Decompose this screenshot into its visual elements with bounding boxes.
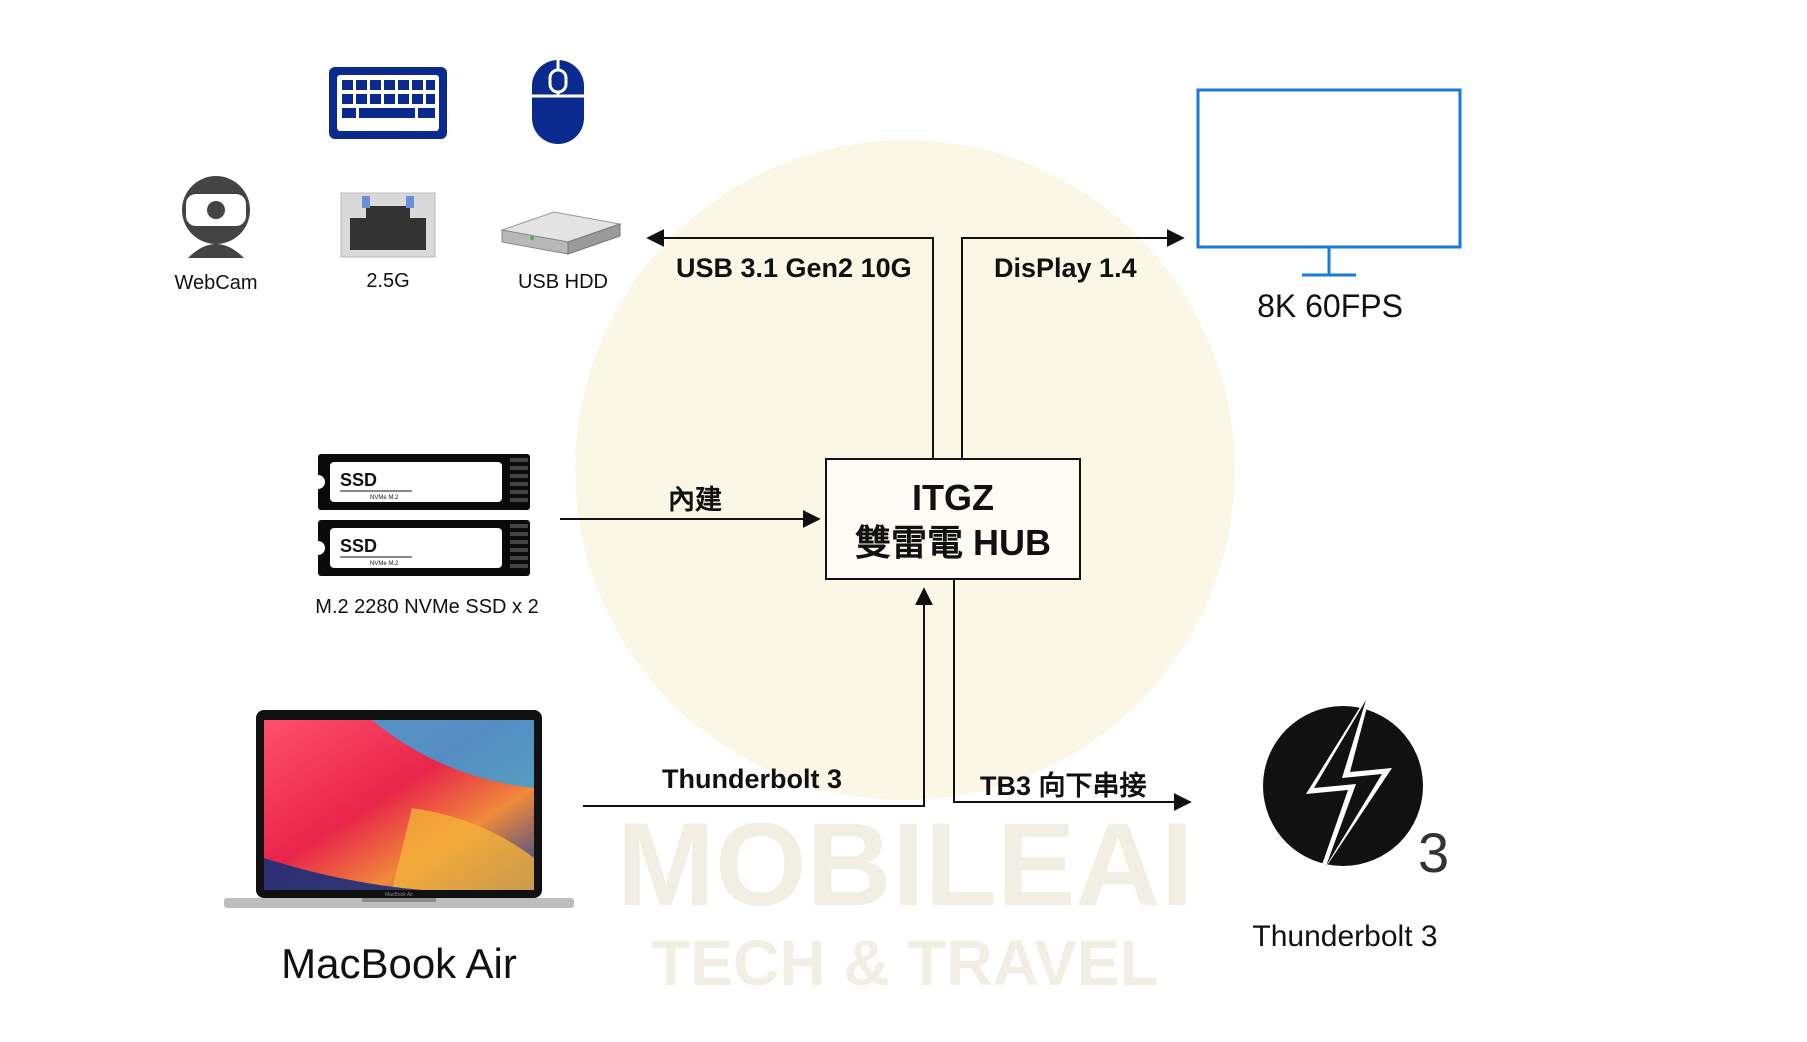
usb-connector [646,229,934,458]
display-connector [961,229,1185,458]
ethernet-port-icon [340,192,436,258]
webcam-label: WebCam [174,272,258,294]
ethernet-label: 2.5G [366,270,410,292]
usb-hdd-label: USB HDD [517,271,608,293]
laptop-icon: MacBook Air [224,710,574,908]
svg-text:MacBook Air: MacBook Air [385,892,413,898]
webcam-icon [182,176,250,258]
keyboard-icon [329,67,447,139]
tb3-output-label: TB3 向下串接 [980,771,1147,801]
hub-title: ITGZ [912,477,994,518]
thunderbolt-label: Thunderbolt 3 [1252,920,1438,953]
tb3-input-connector [583,587,933,807]
ssd-icon: SSD NVMe M.2 SSD NVMe M.2 [316,454,530,576]
hub-subtitle: 雙雷電 HUB [855,522,1051,563]
monitor-icon [1196,88,1462,277]
macbook-label: MacBook Air [281,940,517,987]
hub-box: ITGZ 雙雷電 HUB [825,458,1081,580]
watermark-text-sub: TECH & TRAVEL [651,927,1158,999]
hard-drive-icon [500,211,622,255]
ssd-label: M.2 2280 NVMe SSD x 2 [315,596,539,618]
display-connection-label: DisPlay 1.4 [994,253,1137,283]
ssd-chip-bottom: SSD NVMe M.2 [316,520,530,576]
monitor-label: 8K 60FPS [1257,288,1403,324]
usb-connection-label: USB 3.1 Gen2 10G [676,253,912,283]
ssd-chip-top: SSD NVMe M.2 [316,454,530,510]
mouse-icon [532,60,584,144]
svg-text:3: 3 [1418,821,1449,880]
thunderbolt-logo-icon: 3 [1263,688,1449,880]
svg-text:NVMe M.2: NVMe M.2 [370,561,399,567]
svg-text:SSD: SSD [340,470,377,490]
svg-text:NVMe M.2: NVMe M.2 [370,495,399,501]
internal-connection-label: 內建 [668,485,722,515]
tb3-input-label: Thunderbolt 3 [662,764,842,794]
tb3-output-connector [953,580,1192,811]
watermark-text-main: MOBILEAI [617,799,1194,931]
svg-text:SSD: SSD [340,536,377,556]
